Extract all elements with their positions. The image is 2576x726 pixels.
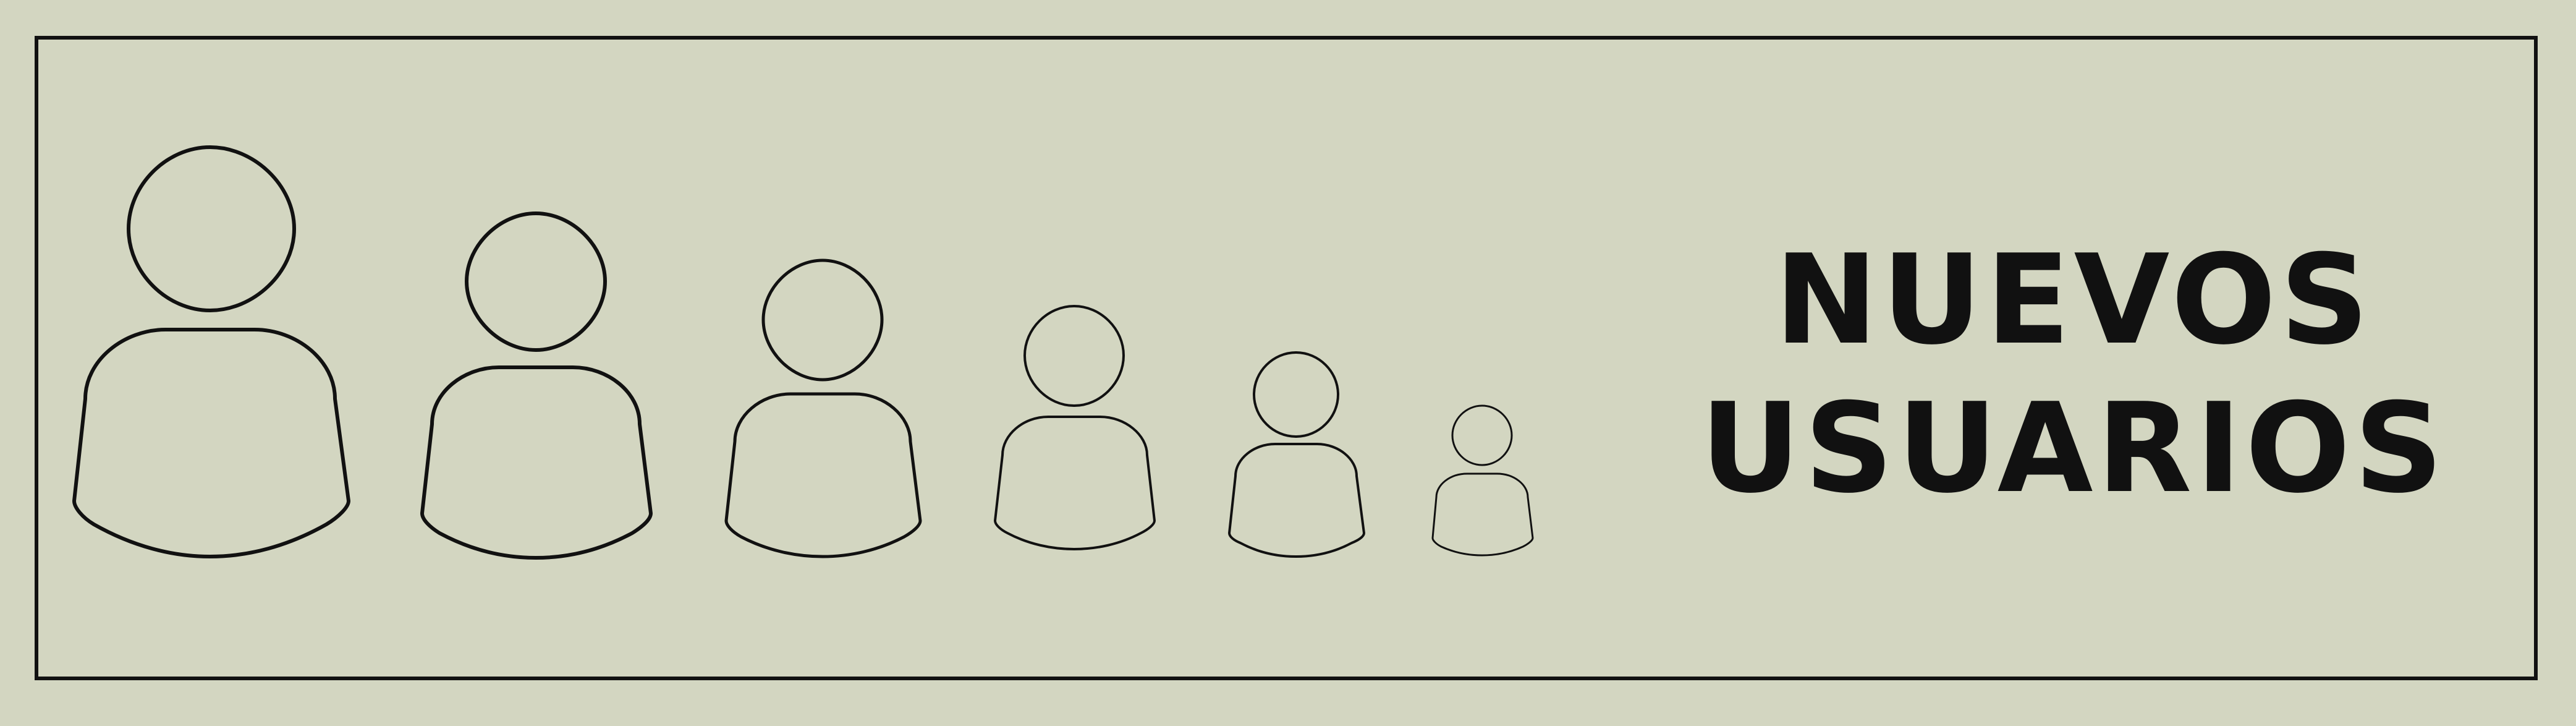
user-icon-6 [1431,404,1534,557]
user-icon-2-body [420,365,653,560]
user-icon-2-head [465,211,607,352]
headline-line-1: NUEVOS [1774,228,2373,372]
headline-line-2: USUARIOS [1700,377,2447,521]
user-icon-3-body [724,392,922,558]
user-icon-6-head [1451,404,1513,466]
user-icon-1-body [72,328,350,558]
user-icon-5-head [1253,351,1339,438]
user-icon-6-body [1431,472,1534,557]
user-icon-3-head [761,258,884,382]
banner-frame [35,36,2538,680]
user-icon-2 [420,211,653,560]
user-icon-5 [1228,351,1365,558]
user-icon-4 [994,305,1156,550]
user-icon-4-body [994,416,1156,550]
user-icon-4-head [1023,305,1125,407]
user-icon-1-head [127,145,296,312]
user-icon-3 [724,258,922,558]
headline: NUEVOS USUARIOS [1687,226,2460,523]
user-icon-5-body [1228,443,1365,558]
user-icon-1 [72,145,350,558]
